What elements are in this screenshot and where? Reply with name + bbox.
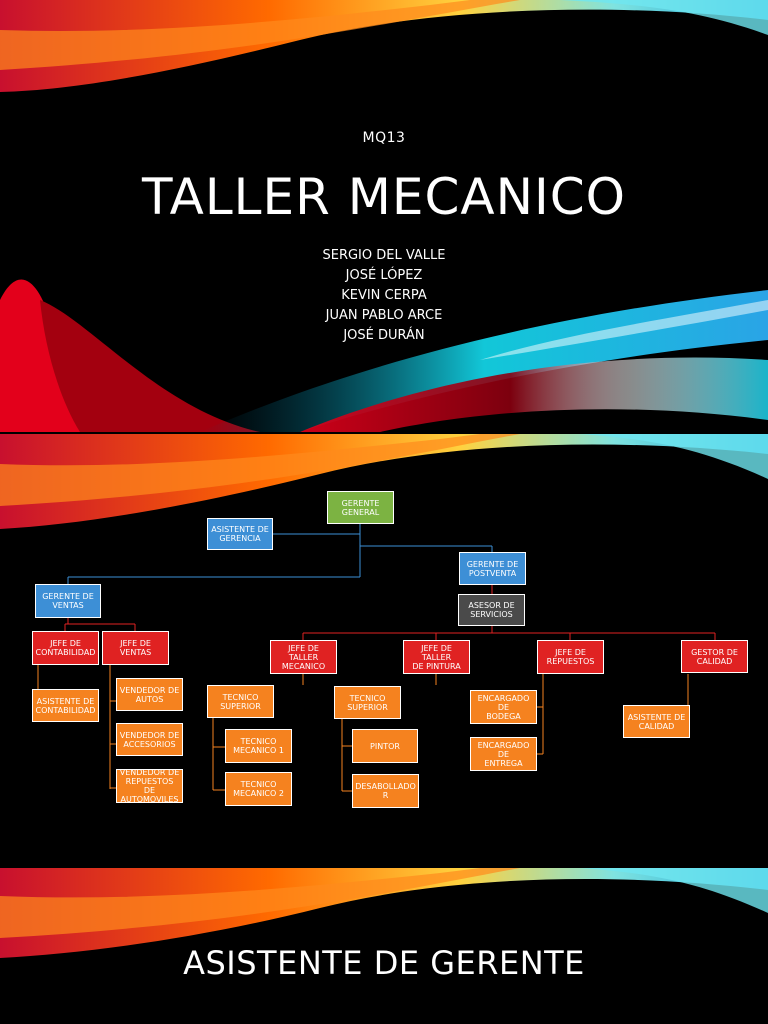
section-slide: ASISTENTE DE GERENTE [0, 868, 768, 1024]
node-jefe-repuestos: JEFE DE REPUESTOS [537, 640, 604, 674]
course-code: MQ13 [362, 130, 406, 146]
node-encargado-entrega: ENCARGADO DE ENTREGA [470, 737, 537, 771]
node-gerente-general: GERENTE GENERAL [327, 491, 394, 524]
author-name: JOSÉ LÓPEZ [345, 268, 423, 283]
author-name: SERGIO DEL VALLE [322, 248, 446, 263]
node-gerente-postventa: GERENTE DE POSTVENTA [459, 552, 526, 585]
author-name: JUAN PABLO ARCE [325, 308, 443, 323]
node-jefe-taller-mecanico: JEFE DE TALLER MECANICO [270, 640, 337, 674]
node-encargado-bodega: ENCARGADO DE BODEGA [470, 690, 537, 724]
node-asistente-contabilidad: ASISTENTE DE CONTABILIDAD [32, 689, 99, 722]
node-vendedor-repuestos-automoviles: VENDEDOR DE REPUESTOS DE AUTOMOVILES [116, 768, 183, 804]
swoosh-decoration [0, 0, 768, 432]
node-gerente-ventas: GERENTE DE VENTAS [35, 584, 101, 618]
node-asistente-gerencia: ASISTENTE DE GERENCIA [207, 518, 273, 550]
node-vendedor-autos: VENDEDOR DE AUTOS [116, 678, 183, 711]
node-tecnico-mecanico-2: TECNICO MECANICO 2 [225, 772, 292, 806]
node-pintor: PINTOR [352, 729, 418, 763]
author-list: SERGIO DEL VALLE JOSÉ LÓPEZ KEVIN CERPA … [0, 246, 768, 346]
title-slide: MQ13 TALLER MECANICO SERGIO DEL VALLE JO… [0, 0, 768, 432]
node-desabollador: DESABOLLADO R [352, 774, 419, 808]
swoosh-decoration [0, 434, 768, 529]
node-jefe-contabilidad: JEFE DE CONTABILIDAD [32, 631, 99, 665]
slide-title: ASISTENTE DE GERENTE [183, 944, 585, 982]
author-name: KEVIN CERPA [341, 288, 427, 303]
node-tecnico-superior-pintura: TECNICO SUPERIOR [334, 686, 401, 719]
connector-lines [37, 524, 716, 792]
org-chart-slide: GERENTE GENERAL ASISTENTE DE GERENCIA GE… [0, 434, 768, 866]
swoosh-decoration [0, 868, 768, 958]
node-tecnico-superior-mecanico: TECNICO SUPERIOR [207, 685, 274, 718]
node-vendedor-accesorios: VENDEDOR DE ACCESORIOS [116, 723, 183, 756]
node-asesor-servicios: ASESOR DE SERVICIOS [458, 594, 525, 626]
presentation-title: TALLER MECANICO [141, 168, 627, 226]
node-gestor-calidad: GESTOR DE CALIDAD [681, 640, 748, 673]
author-name: JOSÉ DURÁN [343, 328, 425, 343]
node-tecnico-mecanico-1: TECNICO MECANICO 1 [225, 729, 292, 763]
node-asistente-calidad: ASISTENTE DE CALIDAD [623, 705, 690, 738]
node-jefe-ventas: JEFE DE VENTAS [102, 631, 169, 665]
node-jefe-taller-pintura: JEFE DE TALLER DE PINTURA [403, 640, 470, 674]
